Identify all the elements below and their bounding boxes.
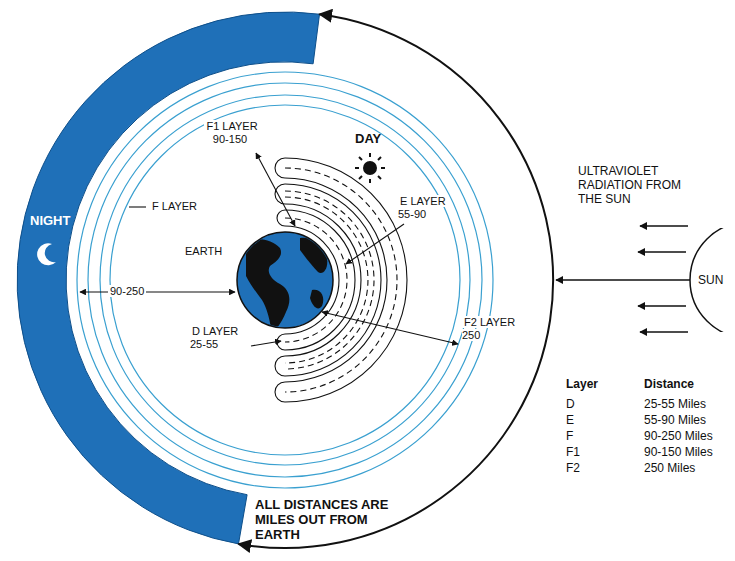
table-cell-box: 90-150 Miles	[644, 446, 713, 460]
layer-label: F1 LAYER 90-150	[204, 120, 257, 145]
table-cell-box: 90-250 Miles	[644, 430, 713, 444]
note-text-box: ALL DISTANCES ARE MILES OUT FROM EARTH	[255, 498, 395, 543]
dimension-label-box: 90-250	[108, 285, 146, 298]
layer-label: D LAYER 25-55	[190, 325, 238, 350]
sun-label: SUN	[698, 273, 723, 287]
table-cell: 90-250 Miles	[644, 429, 713, 443]
layer-label: E LAYER 55-90	[398, 195, 446, 220]
layer-label: F LAYER	[150, 200, 199, 212]
night-label-box: NIGHT	[30, 214, 70, 229]
leader-lines	[80, 153, 458, 346]
table-cell-box: D	[566, 398, 575, 412]
layer-circles	[77, 72, 493, 488]
table-header: Layer	[566, 377, 598, 391]
dimension-label: 90-250	[108, 285, 146, 297]
table-cell-box: 55-90 Miles	[644, 414, 706, 428]
layer-label-box: D LAYER 25-55	[190, 325, 250, 350]
earth-label-box: EARTH	[183, 245, 224, 258]
sun-shape: SUN	[688, 228, 735, 332]
table-header-box: Distance	[644, 378, 694, 392]
table-cell-box: F2	[566, 462, 580, 476]
table-cell: F2	[566, 461, 580, 475]
note-text: ALL DISTANCES ARE MILES OUT FROM EARTH	[255, 497, 388, 542]
table-cell-box: E	[566, 414, 574, 428]
uv-label: ULTRAVIOLET RADIATION FROM THE SUN	[578, 164, 681, 206]
layer-label-box: F LAYER	[150, 200, 199, 213]
table-cell: 55-90 Miles	[644, 413, 706, 427]
table-cell-box: F	[566, 430, 573, 444]
table-cell-box: 25-55 Miles	[644, 398, 706, 412]
sun-symbol	[355, 153, 385, 183]
moon-symbol	[37, 243, 56, 265]
table-cell: 90-150 Miles	[644, 445, 713, 459]
table-cell: F	[566, 429, 573, 443]
earth-label: EARTH	[183, 245, 224, 257]
table-cell-box: F1	[566, 446, 580, 460]
table-cell-box: 250 Miles	[644, 462, 695, 476]
layer-label: F2 LAYER 250	[462, 316, 515, 341]
night-label: NIGHT	[30, 213, 70, 228]
layer-label-box: F2 LAYER 250	[462, 316, 528, 341]
table-cell: 250 Miles	[644, 461, 695, 475]
day-label-box: DAY	[355, 132, 381, 147]
layer-label-box: F1 LAYER 90-150	[198, 120, 264, 145]
table-cell: F1	[566, 445, 580, 459]
table-cell: E	[566, 413, 574, 427]
table-cell: D	[566, 397, 575, 411]
table-header: Distance	[644, 377, 694, 391]
layer-label-box: E LAYER 55-90	[398, 195, 458, 220]
uv-arrows	[556, 226, 690, 332]
continents	[246, 238, 327, 334]
day-label: DAY	[355, 131, 381, 146]
table-cell: 25-55 Miles	[644, 397, 706, 411]
uv-label-box: ULTRAVIOLET RADIATION FROM THE SUN	[578, 165, 696, 206]
table-header-box: Layer	[566, 378, 598, 392]
